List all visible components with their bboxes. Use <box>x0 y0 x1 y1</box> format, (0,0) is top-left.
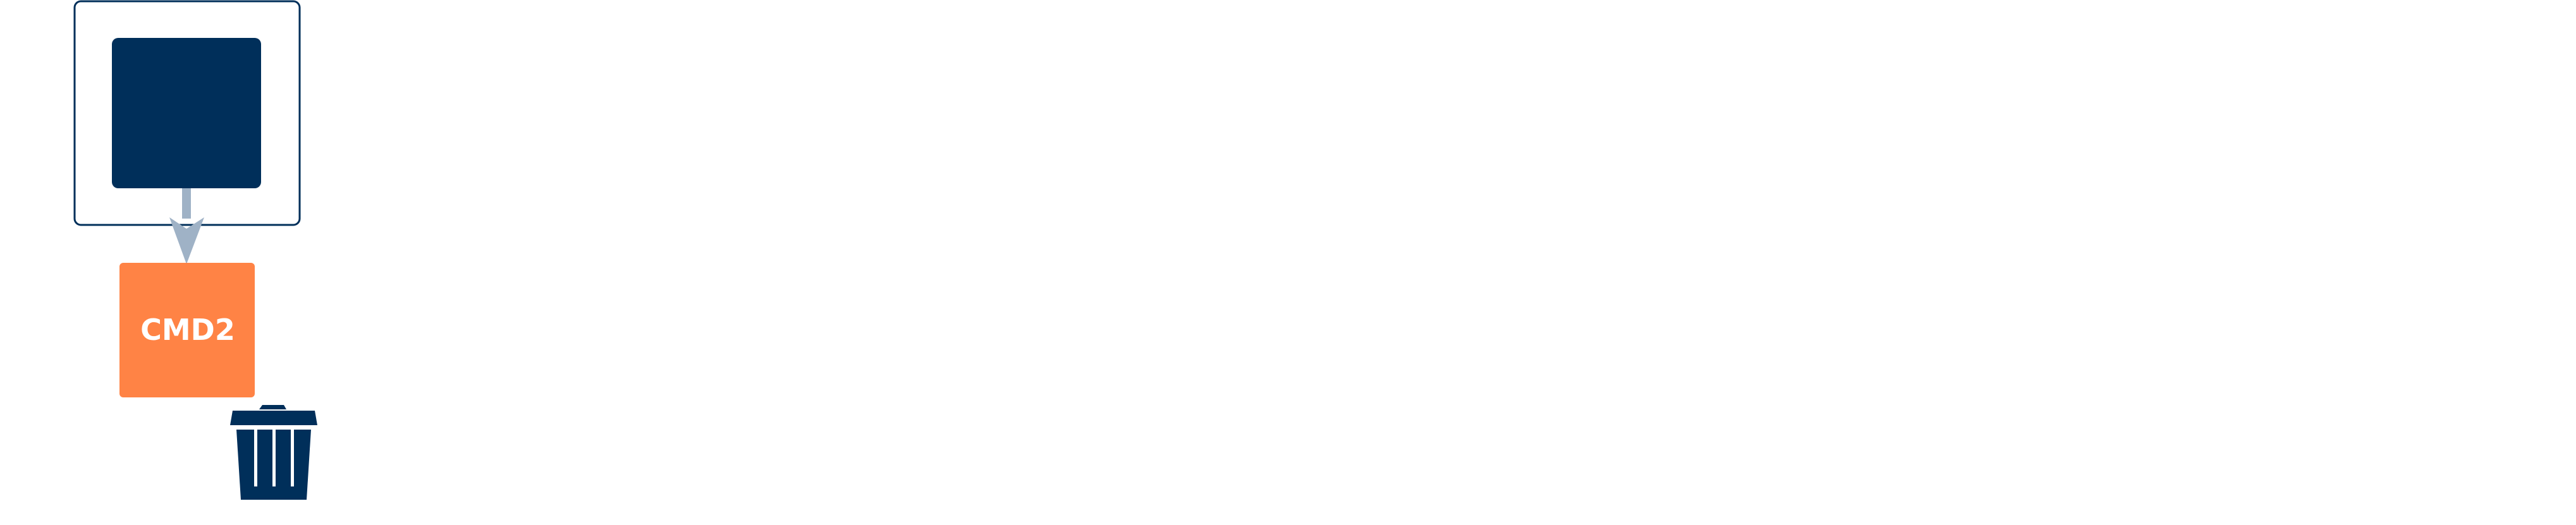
command-node-1[interactable] <box>112 38 261 188</box>
command-node-2-label: CMD2 <box>140 313 235 347</box>
trash-lid-handle <box>259 405 286 409</box>
connector-arrow <box>169 188 204 264</box>
trash-stripe-3 <box>291 427 294 486</box>
trash-stripe-1 <box>254 427 257 486</box>
trash-stripe-2 <box>272 427 276 486</box>
command-node-2-box <box>119 263 255 397</box>
trash-lid <box>230 411 317 425</box>
arrow-head <box>169 217 204 264</box>
command-node-1-box <box>112 38 261 188</box>
trash-icon[interactable] <box>230 405 317 500</box>
command-node-2[interactable]: CMD2 <box>119 263 255 397</box>
arrow-shaft <box>182 188 191 219</box>
